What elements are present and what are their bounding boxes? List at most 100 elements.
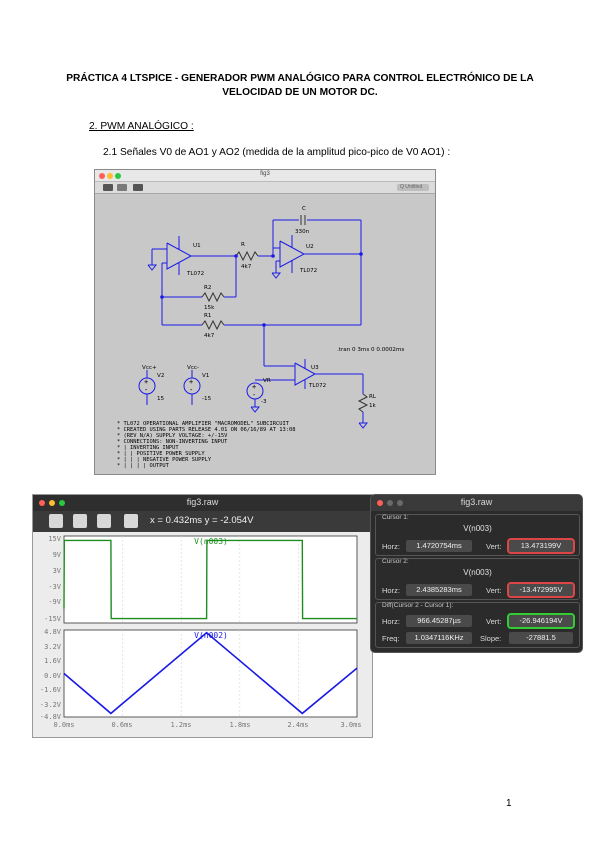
svg-text:* | | POSITIVE: * | | POSITIVE POWER SUPPLY	[117, 451, 205, 457]
settings-icon[interactable]	[124, 514, 138, 528]
x-tick: 0.6ms	[111, 721, 132, 729]
label-rl: RL	[369, 394, 377, 400]
label-v2-val: 15	[157, 396, 165, 402]
subsection-heading: 2.1 Señales V0 de AO1 y AO2 (medida de l…	[103, 147, 451, 158]
diff-slope-value: -27881.5	[509, 632, 573, 644]
label-u3: U3	[311, 365, 319, 371]
svg-text:-: -	[189, 386, 193, 394]
cursor2-signal: V(n003)	[463, 568, 492, 577]
cursor1-vert-value: 13.473199V	[507, 538, 575, 554]
cursor1-signal: V(n003)	[463, 524, 492, 533]
top-ytick: 3V	[53, 567, 62, 575]
save-icon[interactable]	[73, 514, 87, 528]
zoom-icon[interactable]	[397, 500, 403, 506]
cursor-window: fig3.raw Cursor 1: V(n003) Horz: 1.47207…	[370, 494, 583, 653]
schematic-window: fig3 Q Untitled	[94, 169, 436, 475]
svg-text:-: -	[252, 391, 256, 399]
label-vcc-neg: Vcc-	[187, 365, 199, 371]
bottom-ytick: 4.8V	[44, 628, 62, 636]
top-ytick: 9V	[53, 551, 62, 559]
minimize-icon[interactable]	[387, 500, 393, 506]
slope-label: Slope:	[480, 634, 502, 643]
svg-text:* CREATED USING PARTS RELEASE: * CREATED USING PARTS RELEASE 4.01 ON 06…	[117, 427, 296, 433]
bottom-ytick: 1.6V	[44, 657, 62, 665]
cursor2-group: Cursor 2: V(n003) Horz: 2.4385283ms Vert…	[375, 558, 580, 600]
svg-text:+: +	[144, 378, 148, 386]
svg-text:* TL072 OPERATIONAL AMPLIFIER: * TL072 OPERATIONAL AMPLIFIER "MACROMODE…	[117, 421, 290, 427]
label-r2-val: 15k	[204, 305, 215, 311]
label-u1-part: TL072	[186, 271, 204, 277]
label-vcc-pos: Vcc+	[142, 365, 157, 371]
close-icon[interactable]	[39, 500, 45, 506]
cursor2-label: Cursor 2:	[382, 558, 409, 565]
label-u2: U2	[306, 244, 314, 250]
cursor-readout: x = 0.432ms y = -2.054V	[150, 515, 254, 526]
x-tick: 3.0ms	[340, 721, 361, 729]
label-rl-val: 1k	[369, 403, 377, 409]
close-icon[interactable]	[99, 172, 105, 179]
horz-label: Horz:	[382, 586, 400, 595]
cursor1-group: Cursor 1: V(n003) Horz: 1.4720754ms Vert…	[375, 514, 580, 556]
label-r2: R2	[204, 285, 211, 291]
top-ytick: -9V	[48, 598, 61, 606]
label-v1-val: -15	[202, 396, 212, 402]
svg-text:* (REV N/A) SUPPLY VOLTAG: * (REV N/A) SUPPLY VOLTAGE: +/-15V	[117, 433, 228, 439]
waveform-toolbar: x = 0.432ms y = -2.054V	[33, 511, 372, 532]
schematic-title: fig3	[260, 171, 270, 177]
svg-text:* | | | NEGATIV: * | | | NEGATIVE POWER SUPPLY	[117, 457, 212, 463]
vert-label: Vert:	[486, 542, 502, 551]
label-tran: .tran 0 3ms 0 0.0002ms	[337, 347, 404, 353]
zoom-in-icon[interactable]	[49, 514, 63, 528]
cursor1-horz-value: 1.4720754ms	[406, 540, 472, 552]
zoom-icon[interactable]	[59, 500, 65, 506]
freq-label: Freq:	[382, 634, 400, 643]
sidebar-icon[interactable]	[103, 184, 113, 191]
document-title: PRÁCTICA 4 LTSPICE - GENERADOR PWM ANALÓ…	[66, 73, 534, 98]
label-u1: U1	[193, 243, 201, 249]
schematic-canvas: +- +- +- C 330n U1 TL072 R 4k7 U2 TL072 …	[117, 206, 404, 469]
cursor2-vert-value: -13.472995V	[507, 582, 575, 598]
x-tick: 0.0ms	[53, 721, 74, 729]
cursor1-label: Cursor 1:	[382, 514, 409, 521]
svg-text:* CONNECTIONS: NON-INVERTING: * CONNECTIONS: NON-INVERTING INPUT	[117, 439, 228, 445]
diff-freq-value: 1.0347116KHz	[406, 632, 472, 644]
minimize-icon[interactable]	[49, 500, 55, 506]
diff-label: Diff(Cursor 2 - Cursor 1):	[382, 602, 454, 609]
add-icon[interactable]	[117, 184, 127, 191]
cursor-window-title: fig3.raw	[460, 497, 493, 507]
close-icon[interactable]	[377, 500, 383, 506]
svg-text:+: +	[189, 378, 193, 386]
label-v2: V2	[157, 373, 164, 379]
top-trace-label: V(n003)	[194, 537, 228, 546]
bottom-ytick: 3.2V	[44, 643, 62, 651]
schematic-titlebar: fig3	[95, 170, 435, 182]
search-input[interactable]: Q Untitled	[397, 184, 429, 191]
minimize-icon[interactable]	[107, 172, 113, 179]
page-number: 1	[506, 798, 512, 809]
label-r: R	[241, 242, 245, 248]
print-icon[interactable]	[97, 514, 111, 528]
diff-vert-value: -26.946194V	[507, 613, 575, 629]
trace-v-n003	[63, 539, 357, 620]
bottom-ytick: -1.6V	[40, 686, 62, 694]
waveform-plots: V(n003) V(n002) 15V 9V 3V -3V -9V -15V 4…	[40, 535, 362, 729]
label-r1: R1	[204, 313, 212, 319]
diff-horz-value: 966.45287µs	[406, 615, 472, 627]
vert-label: Vert:	[486, 617, 502, 626]
label-v1: V1	[202, 373, 210, 379]
svg-text:* | | | | OUTPU: * | | | | OUTPUT	[117, 463, 170, 469]
top-ytick: 15V	[48, 535, 61, 543]
label-u3-part: TL072	[308, 383, 326, 389]
x-tick: 1.2ms	[170, 721, 191, 729]
svg-text:* | INVERTING I: * | INVERTING INPUT	[117, 445, 179, 451]
zoom-icon[interactable]	[115, 172, 121, 179]
svg-text:+: +	[252, 383, 256, 391]
label-c-val: 330n	[295, 229, 310, 235]
label-c: C	[302, 206, 306, 212]
label-vr: VR	[263, 378, 271, 384]
top-ytick: -3V	[48, 583, 61, 591]
section-heading: 2. PWM ANALÓGICO :	[89, 121, 194, 132]
svg-text:-: -	[144, 386, 148, 394]
waveform-window: fig3.raw x = 0.432ms y = -2.054V V(n003)…	[32, 494, 373, 738]
run-icon[interactable]	[133, 184, 143, 191]
